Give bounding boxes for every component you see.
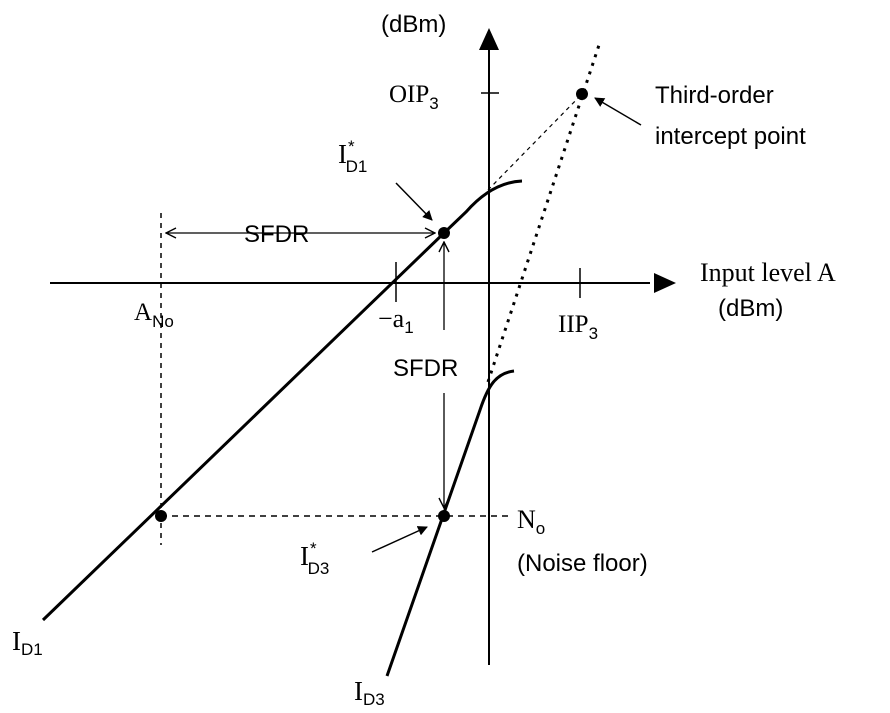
intercept-label-line1: Third-order: [655, 82, 774, 109]
oip3-label: OIP3: [389, 81, 439, 113]
a1-label: −a1: [378, 304, 414, 337]
id3-star-point: [438, 510, 450, 522]
id3-star-label: I*D3: [300, 539, 329, 578]
id1-star-pointer-arrow: [395, 182, 433, 221]
intercept-pointer-arrow: [594, 97, 642, 126]
ano-label: ANo: [134, 299, 174, 331]
id3-curve: [385, 369, 515, 677]
noise-floor-symbol: No: [517, 505, 545, 538]
id1-star-point: [438, 227, 450, 239]
ano-point: [155, 510, 167, 522]
iip3-label: IIP3: [558, 311, 598, 343]
intercept-point: [576, 88, 588, 100]
intercept-label-line2: intercept point: [655, 123, 806, 150]
noise-floor-label: (Noise floor): [517, 550, 648, 577]
id1-curve-label: ID1: [12, 626, 43, 659]
sfdr-horizontal-label: SFDR: [244, 221, 309, 248]
id1-extrapolation: [487, 93, 583, 191]
y-axis-arrow-icon: [479, 28, 499, 50]
x-axis-label: Input level A: [700, 258, 836, 287]
x-axis-arrow-icon: [654, 273, 676, 293]
id3-star-pointer-arrow: [371, 526, 428, 553]
sfdr-vertical-label: SFDR: [393, 355, 458, 382]
id1-star-label: I*D1: [338, 137, 367, 176]
id3-curve-label: ID3: [354, 676, 385, 709]
id1-curve: [41, 179, 523, 622]
y-unit-label: (dBm): [381, 11, 446, 38]
x-unit-label: (dBm): [718, 295, 783, 322]
